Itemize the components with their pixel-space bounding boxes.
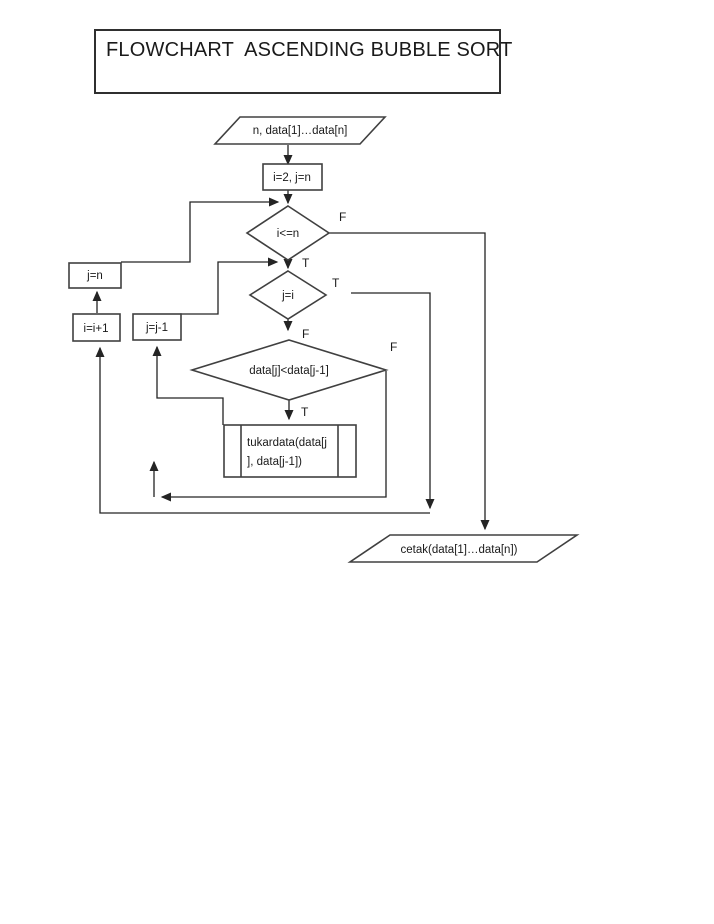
decj-rect (132, 313, 182, 341)
setj-label: j=n (86, 270, 103, 282)
title-box (94, 29, 501, 94)
input-label: n, data[1]…data[n] (253, 125, 348, 137)
swap-cond-diamond (189, 339, 389, 401)
edge-decj-return-to-inner-cond (180, 257, 279, 315)
outer-true-label: T (302, 256, 310, 270)
swap-label-line1: tukardata(data[j (247, 437, 327, 449)
edge-bottom-loop-to-inci (95, 346, 430, 514)
edge-swap-false-loop (160, 371, 387, 502)
swap-false-label: F (390, 340, 397, 354)
edge-outer-false-to-output (329, 232, 490, 531)
init-label: i=2, j=n (273, 172, 311, 184)
inner-cond-diamond (248, 270, 328, 320)
inner-false-label: F (302, 327, 309, 341)
output-parallelogram (347, 534, 580, 563)
inci-rect (72, 313, 121, 342)
setj-rect (68, 262, 122, 289)
swap-true-label: T (301, 405, 309, 419)
edge-swap-to-decj (152, 345, 224, 425)
edge-setj-return-to-outer-cond (121, 197, 280, 263)
edge-inner-true-down (351, 292, 435, 510)
outer-false-label: F (339, 210, 346, 224)
init-rect (262, 163, 323, 191)
page-title: FLOWCHART ASCENDING BUBBLE SORT (106, 39, 513, 61)
decj-label: j=j-1 (145, 322, 168, 334)
swap-cond-label: data[j]<data[j-1] (249, 365, 329, 377)
swap-label-line2: ], data[j-1]) (247, 456, 302, 468)
inner-true-label: T (332, 276, 340, 290)
inci-label: i=i+1 (84, 323, 109, 335)
output-label: cetak(data[1]…data[n]) (401, 544, 518, 556)
outer-cond-diamond (245, 205, 331, 261)
inner-cond-label: j=i (281, 290, 294, 302)
swap-predefined-rect (223, 424, 357, 478)
input-parallelogram (213, 116, 387, 145)
outer-cond-label: i<=n (277, 228, 299, 240)
